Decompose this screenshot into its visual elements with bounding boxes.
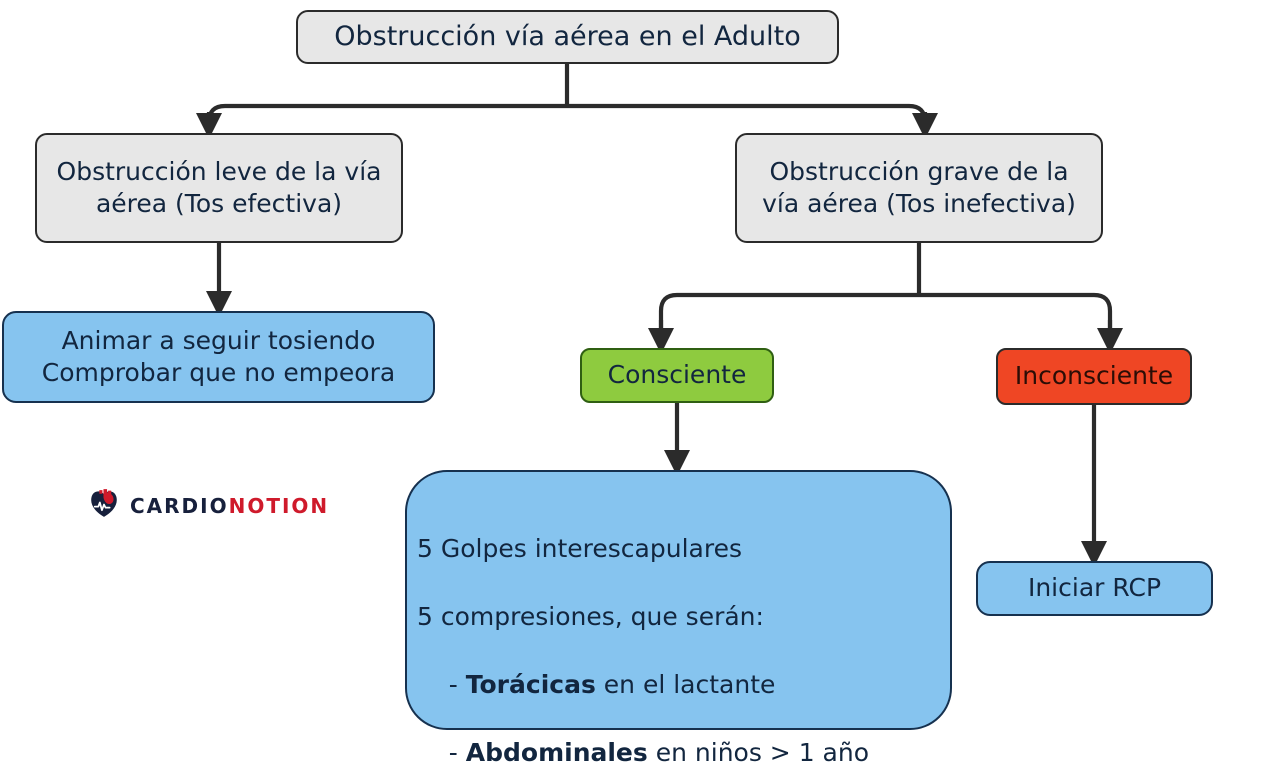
treatment-line-4-prefix: -	[417, 737, 466, 767]
anatomical-heart-icon	[88, 487, 121, 524]
treatment-line-4-suffix: en niños > 1 año	[647, 737, 870, 767]
treatment-line-4-bold: Abdominales	[465, 737, 648, 767]
treatment-line-2: 5 compresiones, que serán:	[417, 601, 764, 631]
node-treatment-steps[interactable]: 5 Golpes interescapulares 5 compresiones…	[405, 470, 952, 767]
logo-word-notion: NOTION	[228, 493, 330, 518]
node-severe-obstruction[interactable]: Obstrucción grave de la vía aérea (Tos i…	[735, 133, 1103, 243]
treatment-line-3-prefix: -	[417, 669, 466, 699]
logo-word-cardio: CARDIO	[130, 493, 229, 518]
node-title-airway-obstruction-adult[interactable]: Obstrucción vía aérea en el Adulto	[296, 10, 839, 64]
cardionotion-logo: CARDIONOTION	[88, 487, 329, 524]
treatment-line-1: 5 Golpes interescapulares	[417, 533, 742, 563]
node-start-cpr[interactable]: Iniciar RCP	[976, 561, 1213, 616]
treatment-line-3: - Torácicas en el lactante	[417, 667, 950, 703]
treatment-line-3-bold: Torácicas	[465, 669, 596, 699]
node-conscious[interactable]: Consciente	[580, 348, 774, 403]
node-mild-obstruction[interactable]: Obstrucción leve de la vía aérea (Tos ef…	[35, 133, 403, 243]
treatment-line-4: - Abdominales en niños > 1 año	[417, 735, 950, 768]
node-encourage-coughing[interactable]: Animar a seguir tosiendo Comprobar que n…	[2, 311, 435, 403]
node-unconscious[interactable]: Inconsciente	[996, 348, 1192, 405]
logo-wordmark: CARDIONOTION	[130, 494, 329, 518]
treatment-line-3-suffix: en el lactante	[595, 669, 776, 699]
